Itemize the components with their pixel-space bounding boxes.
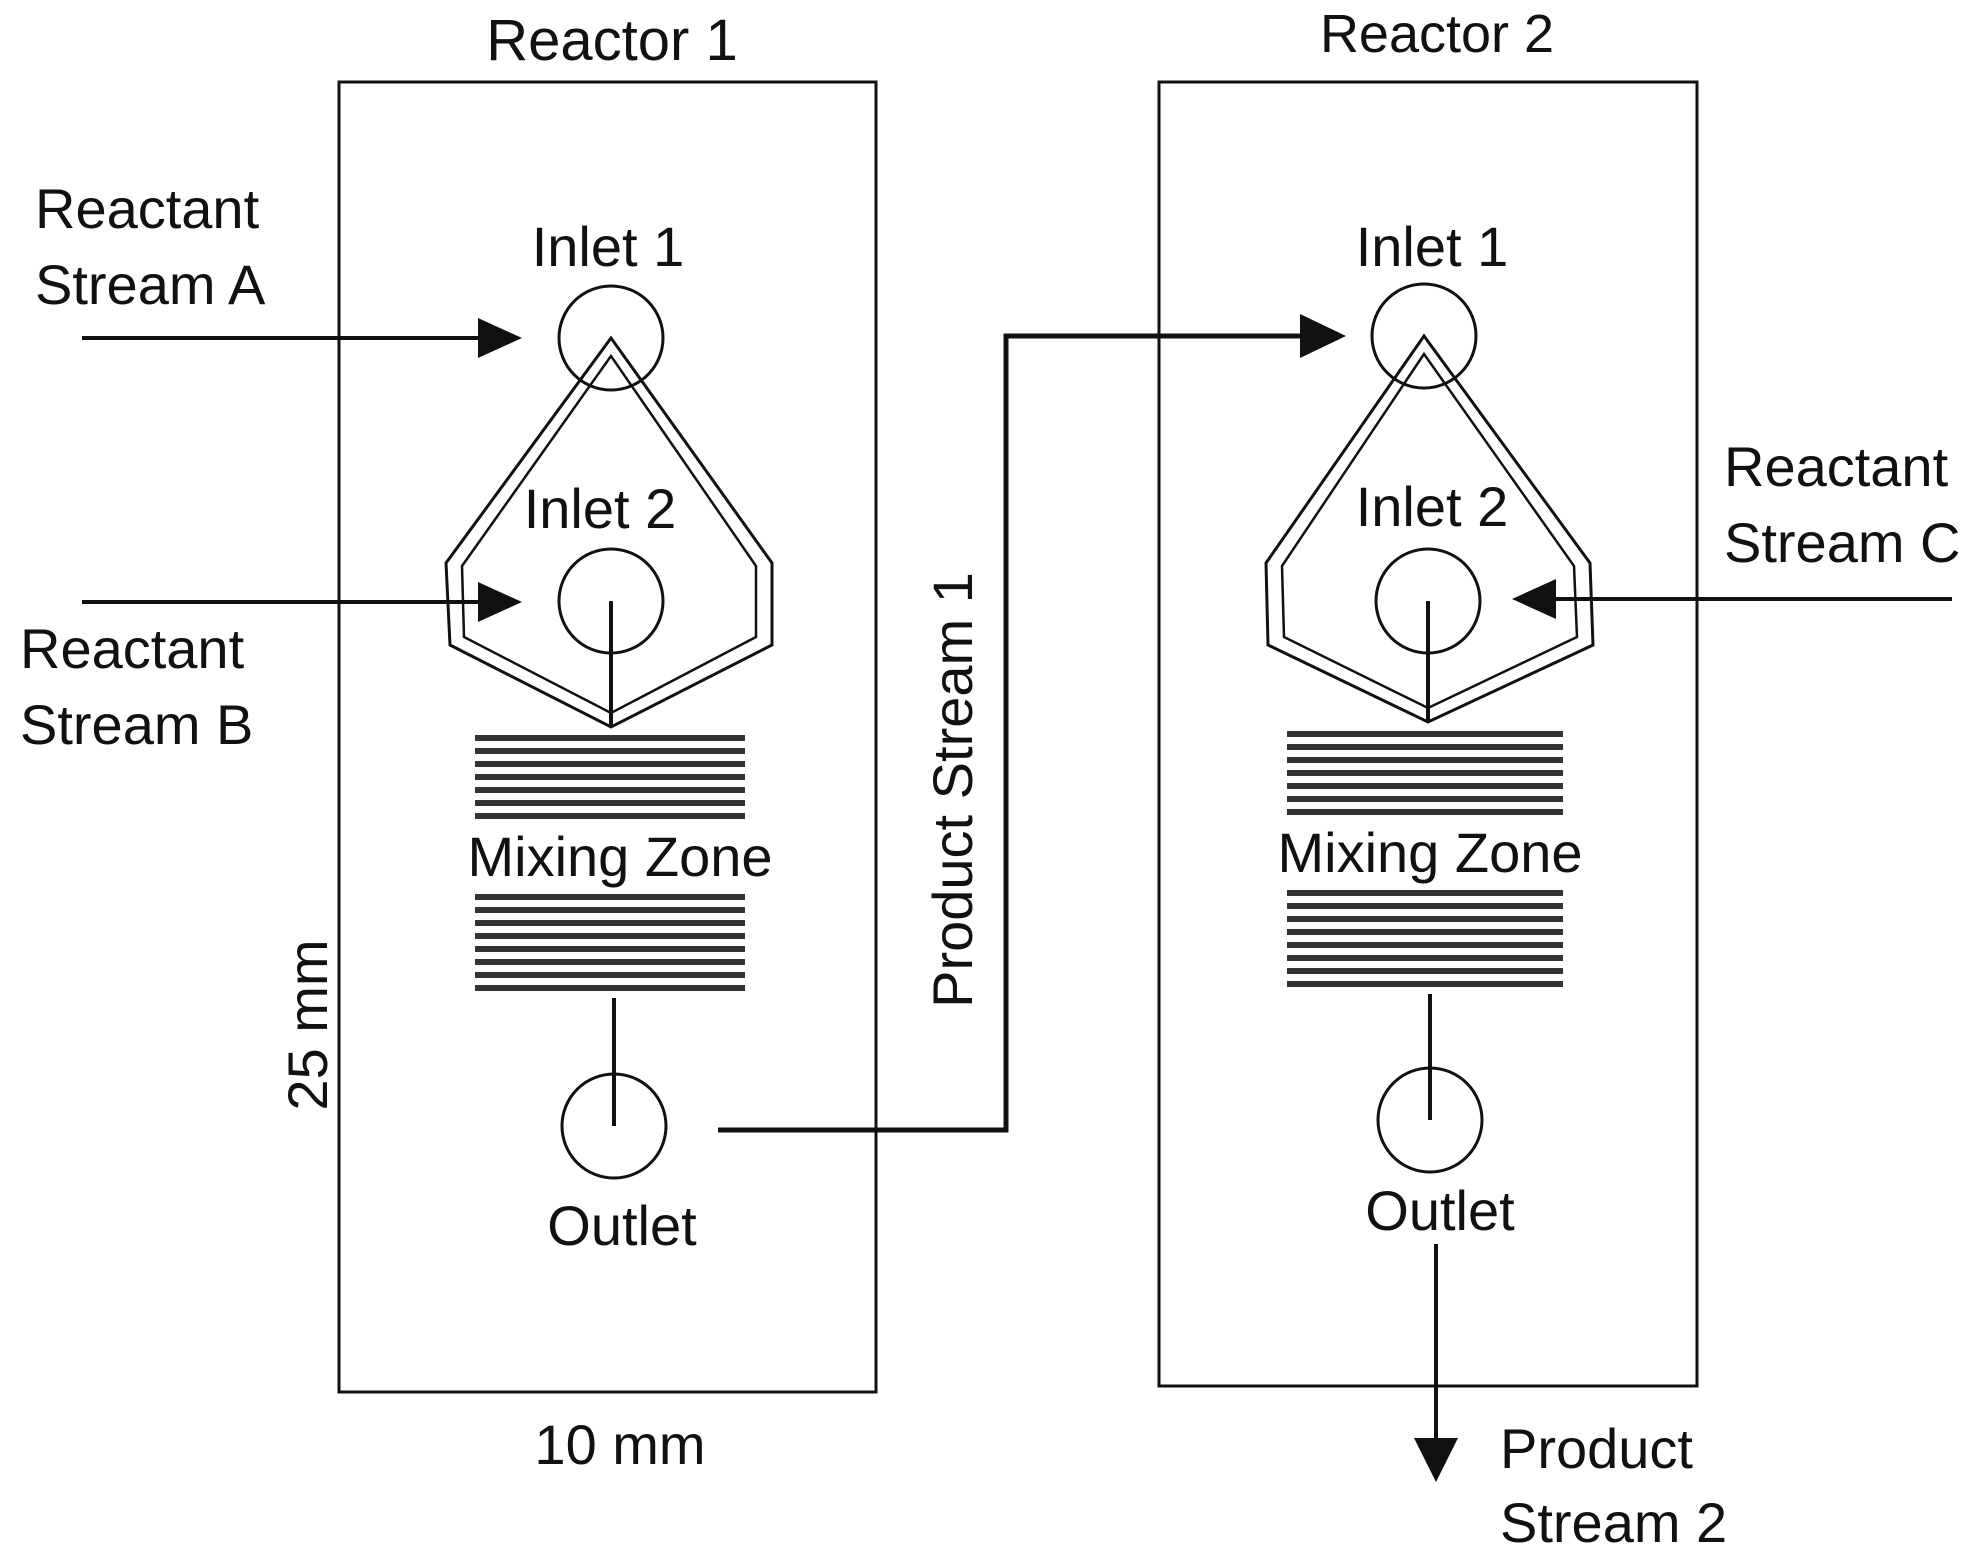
reactor-2: Reactor 2 Mixing Zone Inlet (1157, 4, 1699, 1388)
reactant-stream-c-arrowhead (1512, 579, 1556, 619)
reactant-stream-c-label-line-2: Stream C (1724, 511, 1961, 574)
reactant-stream-a-arrowhead (478, 318, 522, 358)
reactor-1: Reactor 1 Mixing Zone Inlet (276, 8, 878, 1476)
reactor-1-height-label: 25 mm (276, 939, 339, 1110)
product-stream-2-label-line-1: Product (1500, 1417, 1693, 1480)
reactor-1-title: Reactor 1 (486, 8, 737, 73)
reactor-1-inlet-2-label: Inlet 2 (524, 477, 677, 540)
reactor-2-outlet-label: Outlet (1365, 1179, 1515, 1242)
reactor-1-mixing-channels-upper (475, 735, 745, 819)
product-stream-2-arrowhead (1414, 1438, 1458, 1482)
reactor-2-mixing-zone-label: Mixing Zone (1277, 821, 1582, 884)
reactor-2-title: Reactor 2 (1320, 4, 1554, 64)
reactant-stream-b-label-line-2: Stream B (20, 693, 253, 756)
reactor-1-mixing-zone-label: Mixing Zone (467, 825, 772, 888)
reactor-2-chip (1157, 80, 1699, 1388)
reactor-2-mixing-channels-lower (1287, 890, 1563, 987)
reactor-2-mixing-channels-upper (1287, 731, 1563, 815)
reactor-1-inlet-1-label: Inlet 1 (532, 215, 685, 278)
product-stream-2-label-line-2: Stream 2 (1500, 1491, 1727, 1547)
reactant-stream-b-arrowhead (478, 582, 522, 622)
reactor-2-inlet-1-port (1370, 282, 1478, 390)
reactant-stream-a-label-line-2: Stream A (35, 253, 266, 316)
product-stream-1-arrowhead (1300, 314, 1346, 358)
reactor-1-width-label: 10 mm (534, 1413, 705, 1476)
reactor-2-inlet-2-label: Inlet 2 (1356, 475, 1509, 538)
product-stream-1-line (718, 333, 1302, 1133)
product-stream-1-label: Product Stream 1 (921, 572, 984, 1008)
reactor-1-chip (337, 80, 878, 1394)
reactor-1-inlet-1-port (557, 284, 665, 392)
reactant-stream-a-label-line-1: Reactant (35, 177, 260, 240)
reactor-1-outlet-label: Outlet (547, 1194, 697, 1257)
streams: Reactant Stream A Reactant Stream B Reac… (20, 177, 1961, 1547)
reactor-1-mixing-channels-lower (475, 894, 745, 991)
reactant-stream-c-label-line-1: Reactant (1724, 435, 1949, 498)
reactant-stream-b-label-line-1: Reactant (20, 617, 245, 680)
reactor-2-inlet-1-label: Inlet 1 (1356, 215, 1509, 278)
